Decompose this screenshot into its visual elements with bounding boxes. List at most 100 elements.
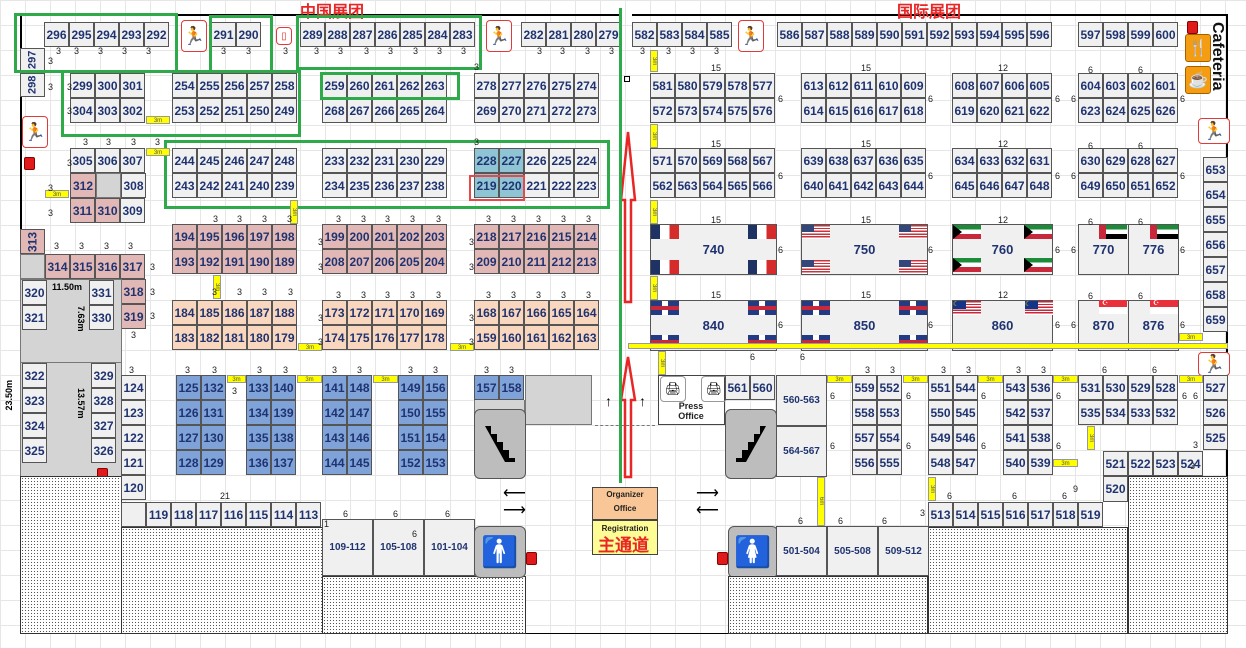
booth-325[interactable]: 325	[22, 438, 47, 463]
booth-264[interactable]: 264	[422, 98, 447, 123]
booth-223[interactable]: 223	[574, 173, 599, 198]
booth-217[interactable]: 217	[499, 224, 524, 249]
booth-232[interactable]: 232	[347, 148, 372, 173]
booth-214[interactable]: 214	[574, 224, 599, 249]
booth-315[interactable]: 315	[70, 254, 95, 279]
booth-616[interactable]: 616	[851, 98, 876, 123]
booth-256[interactable]: 256	[222, 73, 247, 98]
booth-197[interactable]: 197	[247, 224, 272, 249]
booth-181[interactable]: 181	[222, 325, 247, 350]
booth-609[interactable]: 609	[901, 73, 926, 98]
booth-625[interactable]: 625	[1128, 98, 1153, 123]
booth-241[interactable]: 241	[222, 173, 247, 198]
booth-318[interactable]: 318	[121, 279, 146, 304]
booth-623[interactable]: 623	[1078, 98, 1103, 123]
booth-656[interactable]: 656	[1203, 232, 1228, 257]
booth-547[interactable]: 547	[953, 450, 978, 475]
booth-566[interactable]: 566	[750, 173, 775, 198]
booth-188[interactable]: 188	[272, 300, 297, 325]
booth-619[interactable]: 619	[952, 98, 977, 123]
booth-553[interactable]: 553	[877, 400, 902, 425]
booth-549[interactable]: 549	[928, 425, 953, 450]
booth-520[interactable]: 520	[1103, 476, 1128, 502]
booth-313[interactable]: 313	[20, 229, 45, 254]
booth-295[interactable]: 295	[69, 22, 94, 47]
booth-190[interactable]: 190	[247, 249, 272, 274]
booth-255[interactable]: 255	[197, 73, 222, 98]
booth-119[interactable]: 119	[146, 502, 171, 527]
booth-622[interactable]: 622	[1027, 98, 1052, 123]
booth-615[interactable]: 615	[826, 98, 851, 123]
booth-569[interactable]: 569	[700, 148, 725, 173]
booth-652[interactable]: 652	[1153, 173, 1178, 198]
booth-222[interactable]: 222	[549, 173, 574, 198]
booth-281[interactable]: 281	[546, 22, 571, 47]
booth-544[interactable]: 544	[953, 375, 978, 400]
booth-655[interactable]: 655	[1203, 207, 1228, 232]
booth-213[interactable]: 213	[574, 249, 599, 274]
booth-150[interactable]: 150	[398, 400, 423, 425]
booth-643[interactable]: 643	[876, 173, 901, 198]
booth-329[interactable]: 329	[91, 363, 116, 388]
booth-236[interactable]: 236	[372, 173, 397, 198]
booth-171[interactable]: 171	[372, 300, 397, 325]
booth-529[interactable]: 529	[1128, 375, 1153, 400]
booth-636[interactable]: 636	[876, 148, 901, 173]
booth-114[interactable]: 114	[271, 502, 296, 527]
booth-219[interactable]: 219	[474, 173, 499, 198]
booth-160[interactable]: 160	[499, 325, 524, 350]
booth-610[interactable]: 610	[876, 73, 901, 98]
booth-290[interactable]: 290	[236, 22, 261, 47]
booth-154[interactable]: 154	[423, 425, 448, 450]
booth-539[interactable]: 539	[1028, 450, 1053, 475]
booth-144[interactable]: 144	[322, 450, 347, 475]
booth-275[interactable]: 275	[549, 73, 574, 98]
booth-192[interactable]: 192	[197, 249, 222, 274]
booth-604[interactable]: 604	[1078, 73, 1103, 98]
booth-238[interactable]: 238	[422, 173, 447, 198]
booth-151[interactable]: 151	[398, 425, 423, 450]
booth-138[interactable]: 138	[271, 425, 296, 450]
booth-191[interactable]: 191	[222, 249, 247, 274]
booth-116[interactable]: 116	[221, 502, 246, 527]
booth-556[interactable]: 556	[852, 450, 877, 475]
booth-555[interactable]: 555	[877, 450, 902, 475]
booth-257[interactable]: 257	[247, 73, 272, 98]
booth-208[interactable]: 208	[322, 249, 347, 274]
booth-165[interactable]: 165	[549, 300, 574, 325]
booth-178[interactable]: 178	[422, 325, 447, 350]
booth-218[interactable]: 218	[474, 224, 499, 249]
booth-523[interactable]: 523	[1153, 451, 1178, 476]
booth-554[interactable]: 554	[877, 425, 902, 450]
booth-277[interactable]: 277	[499, 73, 524, 98]
booth-635[interactable]: 635	[901, 148, 926, 173]
booth-153[interactable]: 153	[423, 450, 448, 475]
booth-561[interactable]: 561	[725, 375, 750, 400]
booth-269[interactable]: 269	[474, 98, 499, 123]
booth-129[interactable]: 129	[201, 450, 226, 475]
booth-168[interactable]: 168	[474, 300, 499, 325]
booth-239[interactable]: 239	[272, 173, 297, 198]
booth-194[interactable]: 194	[172, 224, 197, 249]
booth-120[interactable]: 120	[121, 475, 146, 500]
booth-142[interactable]: 142	[322, 400, 347, 425]
booth-516[interactable]: 516	[1003, 502, 1028, 527]
booth-501-504[interactable]: 501-504	[776, 526, 827, 576]
booth-617[interactable]: 617	[876, 98, 901, 123]
booth-109-112[interactable]: 109-112	[322, 519, 373, 576]
booth-193[interactable]: 193	[172, 249, 197, 274]
booth-603[interactable]: 603	[1103, 73, 1128, 98]
booth-542[interactable]: 542	[1003, 400, 1028, 425]
booth-266[interactable]: 266	[372, 98, 397, 123]
booth-124[interactable]: 124	[121, 375, 146, 400]
booth-322[interactable]: 322	[22, 363, 47, 388]
booth-206[interactable]: 206	[372, 249, 397, 274]
booth-644[interactable]: 644	[901, 173, 926, 198]
booth-143[interactable]: 143	[322, 425, 347, 450]
booth-274[interactable]: 274	[574, 73, 599, 98]
booth-203[interactable]: 203	[422, 224, 447, 249]
booth-270[interactable]: 270	[499, 98, 524, 123]
booth-105-108[interactable]: 105-108	[373, 519, 424, 576]
booth-162[interactable]: 162	[549, 325, 574, 350]
booth-525[interactable]: 525	[1203, 425, 1228, 450]
